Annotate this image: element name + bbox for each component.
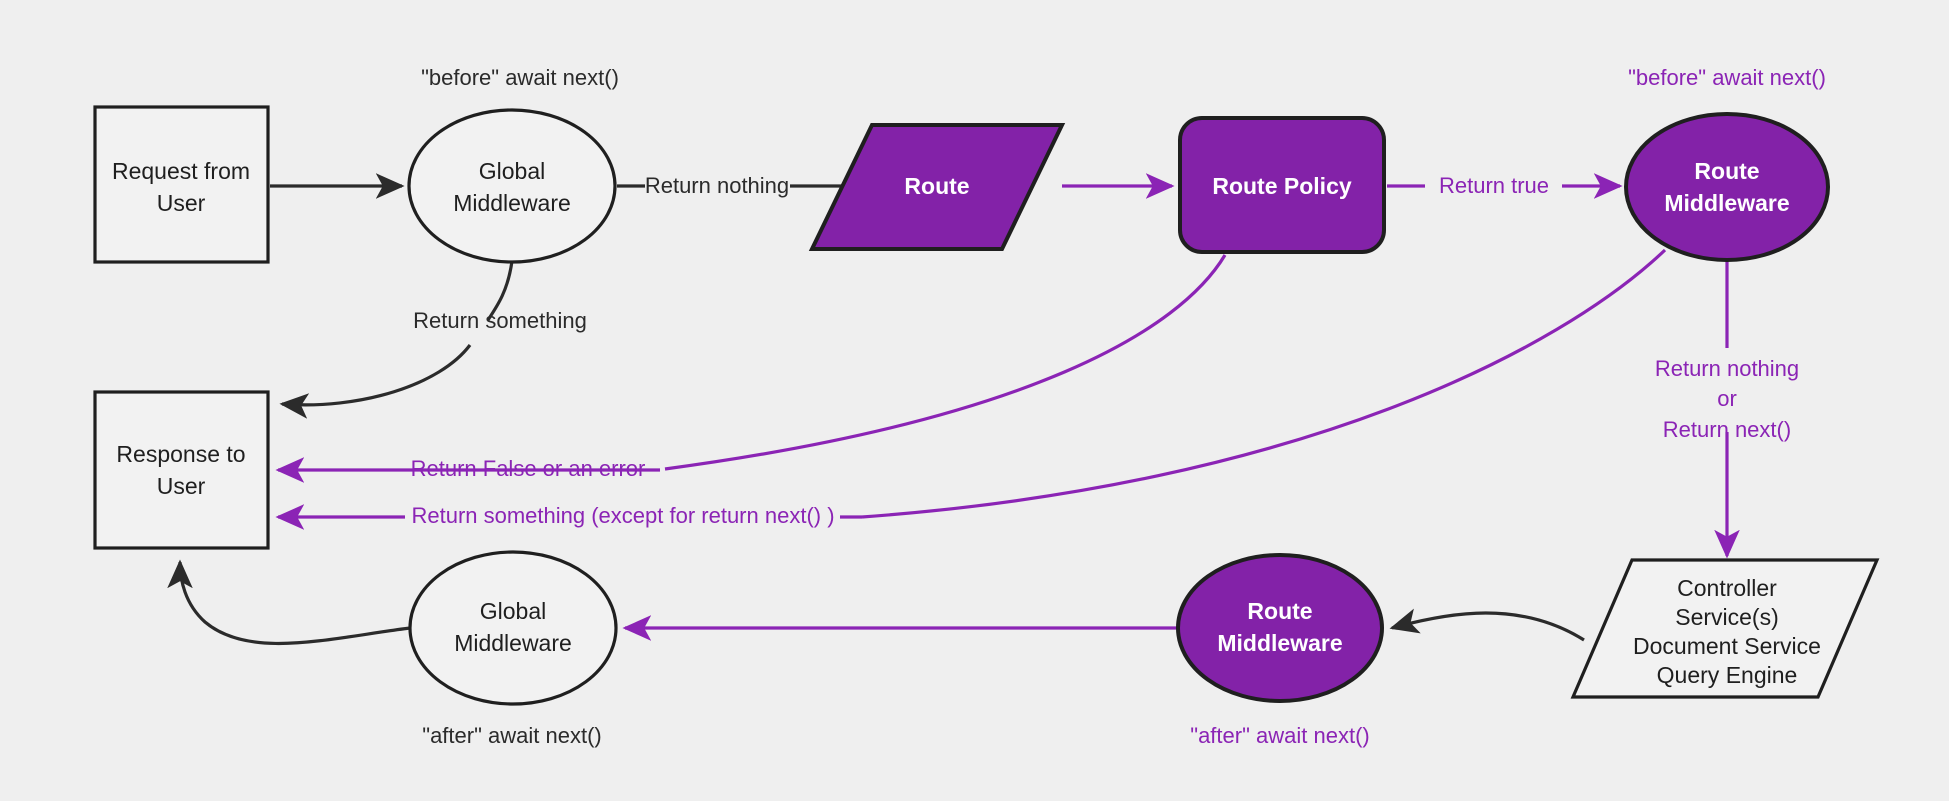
- edge-label-return-nothing: Return nothing: [645, 173, 789, 198]
- node-route-middleware-bottom[interactable]: Route Middleware: [1176, 553, 1384, 703]
- response-to-user-label-line1: Response to: [116, 441, 245, 467]
- node-route-middleware-top[interactable]: Route Middleware: [1624, 112, 1830, 262]
- edge-label-return-something-except-next: Return something (except for return next…: [411, 503, 834, 528]
- request-from-user-shape: [93, 105, 270, 264]
- global-middleware-top-label-line1: Global: [479, 158, 545, 184]
- edge-label-return-false-or-error: Return False or an error: [411, 456, 646, 481]
- annotation-after-await-next-global: "after" await next(): [422, 723, 601, 748]
- edge-policy-return-false-curve: [664, 254, 1227, 471]
- global-middleware-top-label-line2: Middleware: [453, 190, 571, 216]
- controller-stack-label-line4: Query Engine: [1657, 662, 1798, 688]
- node-global-middleware-bottom[interactable]: Global Middleware: [408, 550, 618, 706]
- route-middleware-bottom-label-line1: Route: [1247, 598, 1312, 624]
- edge-global-return-something-lower: [279, 344, 472, 419]
- route-middleware-top-label-line2: Middleware: [1664, 190, 1789, 216]
- annotation-before-await-next-global: "before" await next(): [421, 65, 619, 90]
- route-policy-shape: [1178, 116, 1386, 254]
- node-request-from-user[interactable]: Request from User: [93, 105, 270, 264]
- route-shape: [808, 123, 1066, 251]
- route-policy-label: Route Policy: [1212, 173, 1352, 199]
- controller-stack-label-line2: Service(s): [1675, 604, 1779, 630]
- route-middleware-bottom-shape: [1176, 553, 1384, 703]
- global-middleware-bottom-label-line1: Global: [480, 598, 546, 624]
- node-controller-stack[interactable]: Controller Service(s) Document Service Q…: [1570, 558, 1880, 699]
- route-middleware-top-shape: [1624, 112, 1830, 262]
- edge-label-return-true: Return true: [1439, 173, 1549, 198]
- route-label: Route: [904, 173, 969, 199]
- edge-label-return-something: Return something: [413, 308, 587, 333]
- node-route[interactable]: Route: [808, 123, 1066, 251]
- route-middleware-bottom-label-line2: Middleware: [1217, 630, 1342, 656]
- controller-stack-label-line3: Document Service: [1633, 633, 1821, 659]
- annotation-after-await-next-route: "after" await next(): [1190, 723, 1369, 748]
- annotation-before-await-next-route: "before" await next(): [1628, 65, 1826, 90]
- edge-label-return-nothing-or-next-line1: Return nothing: [1655, 356, 1799, 381]
- edge-controller-to-routemw-bottom: [1389, 608, 1585, 642]
- controller-stack-label-line1: Controller: [1677, 575, 1777, 601]
- request-from-user-label-line2: User: [157, 190, 206, 216]
- global-middleware-bottom-label-line2: Middleware: [454, 630, 572, 656]
- node-global-middleware-top[interactable]: Global Middleware: [407, 108, 617, 264]
- global-middleware-top-shape: [407, 108, 617, 264]
- edge-label-return-nothing-or-next-line2: or: [1717, 386, 1737, 411]
- response-to-user-shape: [93, 390, 270, 550]
- node-response-to-user[interactable]: Response to User: [93, 390, 270, 550]
- global-middleware-bottom-shape: [408, 550, 618, 706]
- edge-routemw-return-something-curve: [861, 248, 1667, 519]
- controller-stack-shape: [1570, 558, 1880, 699]
- node-route-policy[interactable]: Route Policy: [1178, 116, 1386, 254]
- edge-label-return-nothing-or-next-line3: Return next(): [1663, 417, 1791, 442]
- response-to-user-label-line2: User: [157, 473, 206, 499]
- route-middleware-top-label-line1: Route: [1694, 158, 1759, 184]
- edge-global-return-something-upper: [486, 260, 514, 321]
- edge-global-bottom-to-response: [167, 559, 411, 646]
- request-from-user-label-line1: Request from: [112, 158, 250, 184]
